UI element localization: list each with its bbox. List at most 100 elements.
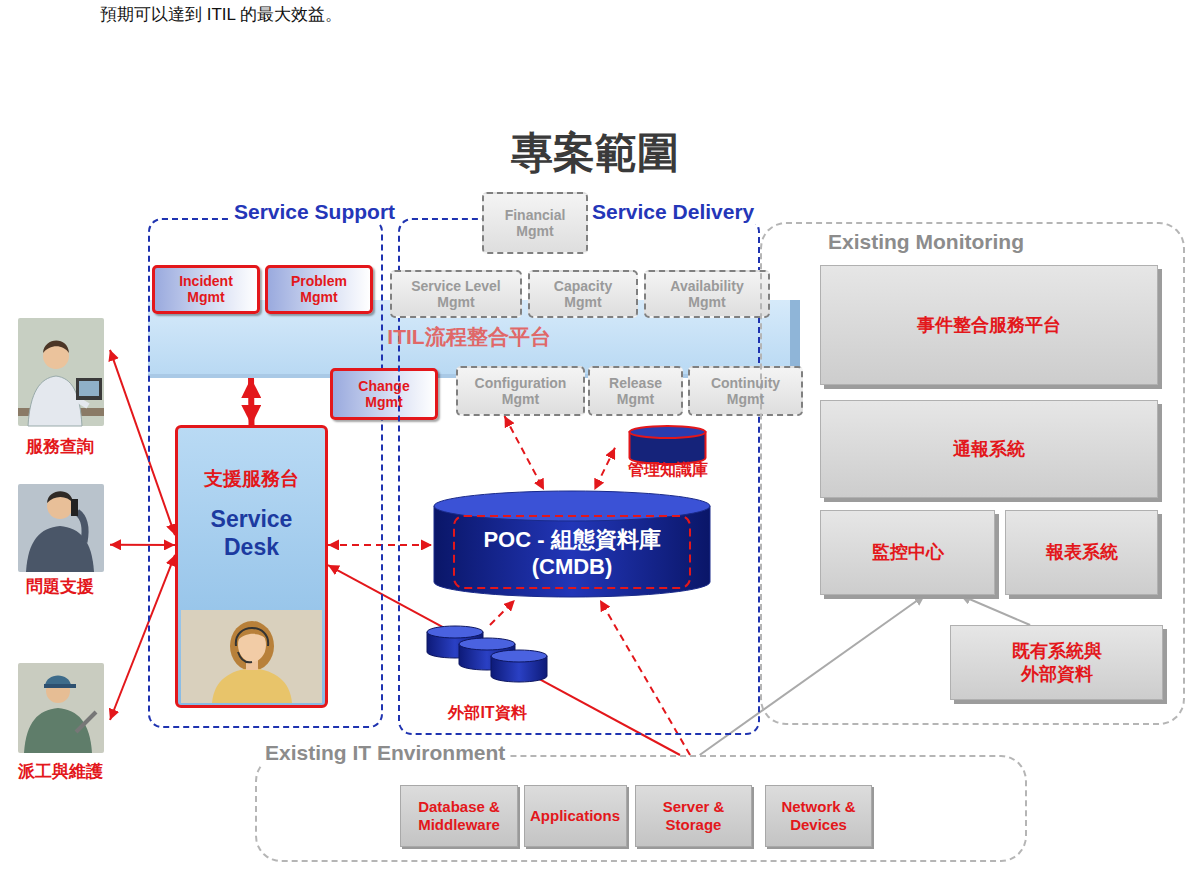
figure-body [24, 708, 92, 753]
system-group: Existing IT EnvironmentDatabase & Middle… [255, 755, 1027, 862]
wrench [76, 712, 96, 732]
user-role: 派工與維護 [10, 660, 110, 785]
process-box: Financial Mgmt [482, 192, 588, 254]
process-box-text: Capacity Mgmt [543, 278, 623, 310]
process-box-text: Release Mgmt [601, 375, 671, 407]
database-cylinder-text: POC - 組態資料庫 (CMDB) [472, 526, 672, 581]
connector-arrow [600, 600, 690, 755]
system-box: Database & Middleware [400, 785, 518, 847]
system-box-text: 報表系統 [1046, 541, 1118, 564]
system-box: 監控中心 [820, 510, 995, 595]
process-box: Continuity Mgmt [688, 366, 803, 416]
system-box-text: Database & Middleware [409, 798, 509, 834]
group-heading: Existing Monitoring [824, 230, 1028, 254]
process-box: Service Level Mgmt [390, 270, 522, 318]
group-heading: Existing IT Environment [261, 741, 509, 765]
connector-arrow [110, 544, 175, 546]
connector-arrow [328, 544, 432, 546]
process-group: Service DeliveryFinancial MgmtService Le… [398, 218, 760, 735]
person-figure [18, 318, 104, 426]
system-box-text: 事件整合服務平台 [917, 314, 1061, 337]
process-box: Incident Mgmt [152, 265, 260, 314]
figure-hair [230, 621, 274, 671]
system-box-text: Network & Devices [771, 798, 866, 834]
process-box-text: Problem Mgmt [279, 273, 359, 305]
user-role: 問題支援 [10, 480, 110, 600]
service-desk: 支援服務台 Service Desk [175, 425, 328, 708]
person-figure [18, 484, 104, 572]
diagram-title: 專案範圍 [0, 132, 1189, 174]
process-box-text: Change Mgmt [344, 378, 424, 410]
system-box: Applications [524, 785, 627, 847]
monitor-screen [79, 381, 99, 396]
user-role-text: 服務查詢 [26, 435, 94, 458]
system-box: 通報系統 [820, 400, 1158, 498]
cylinder-top [491, 650, 547, 662]
figure-body [212, 668, 292, 703]
headset [236, 628, 268, 646]
user-role: 服務查詢 [10, 315, 110, 460]
cap-brim [44, 684, 76, 688]
person-figure [18, 663, 104, 753]
system-box: 事件整合服務平台 [820, 265, 1158, 385]
note-text: 預期可以達到 ITIL 的最大效益。 [100, 3, 342, 26]
connector-arrow [490, 600, 515, 625]
process-box-text: Configuration Mgmt [463, 375, 578, 407]
connector-arrow [110, 555, 175, 720]
figure-arm [77, 512, 85, 542]
system-box: 既有系統與 外部資料 [950, 625, 1163, 700]
database-cylinder-text: 管理知識庫 [628, 460, 708, 481]
cylinder-top [427, 626, 483, 638]
cylinder-top [459, 638, 515, 650]
system-box-text: 通報系統 [953, 438, 1025, 461]
figure-ground [181, 610, 322, 703]
cylinder-top [630, 426, 706, 438]
system-box: Server & Storage [635, 785, 752, 847]
process-box: Capacity Mgmt [528, 270, 638, 318]
database-cylinder: POC - 組態資料庫 (CMDB) [432, 490, 712, 600]
figure-ground [18, 484, 104, 572]
figure-ground [18, 663, 104, 753]
user-role-text: 問題支援 [26, 575, 94, 598]
system-box: 報表系統 [1005, 510, 1158, 595]
database-stack: 外部IT資料 [415, 625, 560, 725]
process-box: Change Mgmt [330, 368, 438, 420]
database-cylinder: 管理知識庫 [615, 425, 720, 482]
service-desk-text: 支援服務台 [204, 466, 299, 492]
service-desk-text: Service Desk [202, 506, 302, 561]
figure-fringe [237, 627, 268, 641]
system-group: Existing Monitoring 事件整合服務平台通報系統監控中心 報表系統既… [760, 222, 1185, 725]
figure-hair [43, 341, 69, 353]
headset-mic [238, 652, 252, 662]
database-stack-text: 外部IT資料 [448, 703, 526, 724]
monitor [76, 378, 102, 400]
process-box: Availability Mgmt [644, 270, 770, 318]
user-role-text: 派工與維護 [18, 760, 103, 783]
process-box-text: Service Level Mgmt [401, 278, 511, 310]
dashed-frame [454, 516, 690, 588]
connector-arrow [248, 378, 254, 425]
agent-figure [181, 610, 322, 703]
group-heading: Service Support [230, 200, 399, 224]
system-box-text: Applications [530, 807, 620, 825]
process-box: Release Mgmt [588, 366, 683, 416]
platform-band-text: ITIL流程整合平台 [387, 323, 550, 351]
process-box: Problem Mgmt [265, 265, 373, 314]
system-box-text: Server & Storage [644, 798, 744, 834]
figure-ground [18, 318, 104, 426]
figure-hair [47, 491, 73, 503]
process-box-text: Continuity Mgmt [701, 375, 791, 407]
process-box-text: Financial Mgmt [495, 207, 575, 239]
system-box-text: 監控中心 [872, 541, 944, 564]
desk-panel [178, 428, 325, 705]
system-box-text: 既有系統與 外部資料 [1002, 640, 1112, 685]
connector-arrow [960, 595, 1030, 625]
figure-body [28, 376, 82, 426]
process-group: Service SupportIncident MgmtProblem Mgmt… [148, 218, 383, 728]
process-box-text: Incident Mgmt [166, 273, 246, 305]
phone [71, 499, 78, 516]
process-box-text: Availability Mgmt [657, 278, 757, 310]
connector-arrow [700, 595, 925, 755]
group-heading: Service Delivery [588, 200, 758, 224]
connector-arrow [505, 416, 544, 490]
